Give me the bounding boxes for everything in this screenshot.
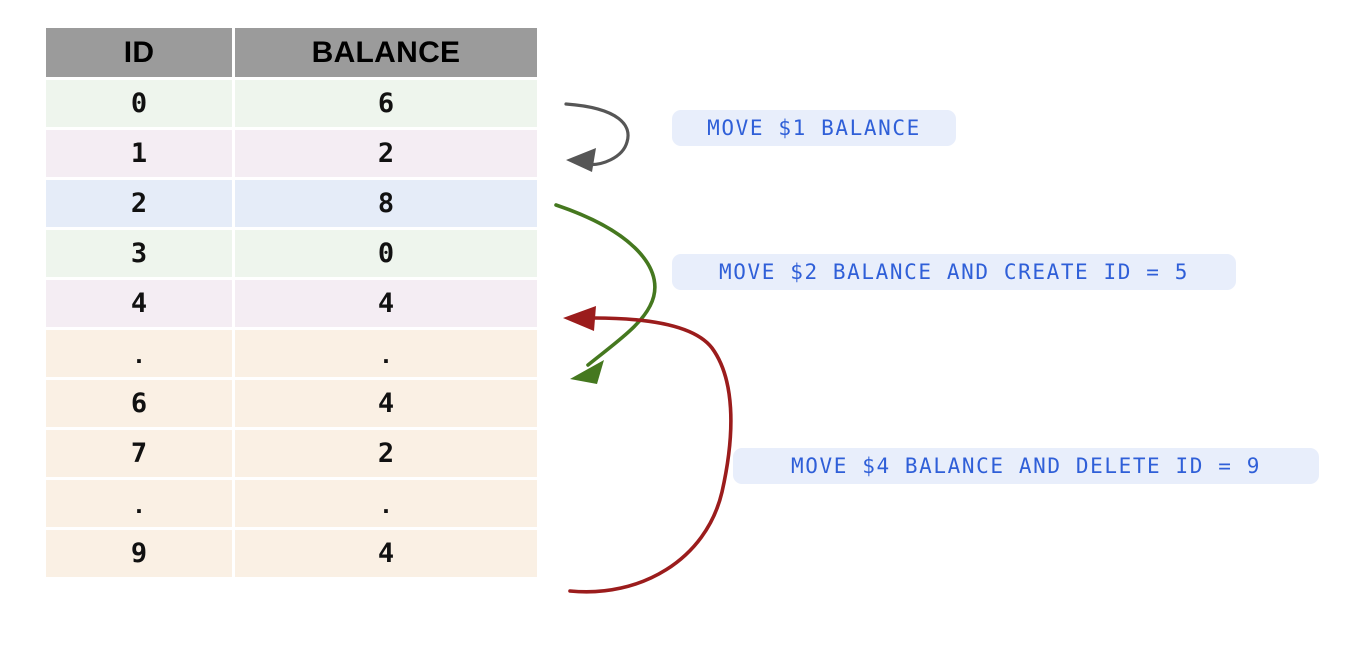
arrow-move-1 xyxy=(564,102,630,172)
cell-id: . xyxy=(46,480,232,527)
arrow-move-2 xyxy=(554,203,657,384)
cell-id: 3 xyxy=(46,230,232,277)
cell-id: 2 xyxy=(46,180,232,227)
table-row: . . xyxy=(46,330,537,377)
table-row: 6 4 xyxy=(46,380,537,427)
balance-table: ID BALANCE 0 6 1 2 2 8 3 0 4 4 xyxy=(43,25,540,580)
cell-id: 4 xyxy=(46,280,232,327)
cell-balance: 8 xyxy=(235,180,537,227)
table-row: 4 4 xyxy=(46,280,537,327)
table-row: 1 2 xyxy=(46,130,537,177)
cell-balance: 4 xyxy=(235,380,537,427)
cell-id: 1 xyxy=(46,130,232,177)
cell-id: 7 xyxy=(46,430,232,477)
table-header-row: ID BALANCE xyxy=(46,28,537,77)
annotation-move-1: MOVE $1 BALANCE xyxy=(672,110,956,146)
cell-balance: . xyxy=(235,480,537,527)
table-row: 3 0 xyxy=(46,230,537,277)
cell-balance: 6 xyxy=(235,80,537,127)
annotation-move-4: MOVE $4 BALANCE AND DELETE ID = 9 xyxy=(733,448,1319,484)
arrow-move-4 xyxy=(563,306,733,594)
table-row: 2 8 xyxy=(46,180,537,227)
column-header-id: ID xyxy=(46,28,232,77)
cell-balance: 0 xyxy=(235,230,537,277)
cell-balance: 4 xyxy=(235,530,537,577)
cell-id: 6 xyxy=(46,380,232,427)
annotation-move-2: MOVE $2 BALANCE AND CREATE ID = 5 xyxy=(672,254,1236,290)
cell-balance: 2 xyxy=(235,130,537,177)
table-row: 7 2 xyxy=(46,430,537,477)
column-header-balance: BALANCE xyxy=(235,28,537,77)
cell-balance: 4 xyxy=(235,280,537,327)
cell-id: 9 xyxy=(46,530,232,577)
table-row: 0 6 xyxy=(46,80,537,127)
cell-id: . xyxy=(46,330,232,377)
cell-balance: . xyxy=(235,330,537,377)
table-row: . . xyxy=(46,480,537,527)
cell-balance: 2 xyxy=(235,430,537,477)
table-row: 9 4 xyxy=(46,530,537,577)
cell-id: 0 xyxy=(46,80,232,127)
